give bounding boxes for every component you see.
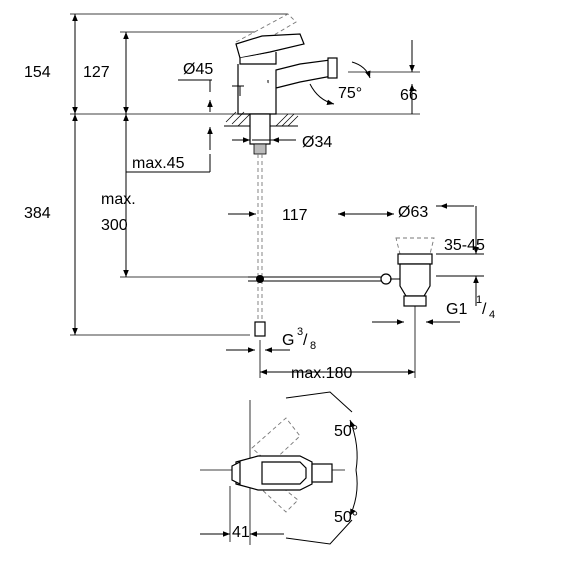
label-lever-angle-bottom: 50°: [334, 509, 358, 526]
label-total-height: 154: [24, 64, 51, 81]
side-view: [70, 13, 484, 378]
label-body-diameter: Ø45: [183, 61, 213, 78]
label-spout-reach: 66: [400, 87, 418, 104]
label-waste-thread-den: 4: [489, 309, 495, 321]
label-waste-thread: G1: [446, 301, 467, 318]
label-spout-height: 127: [83, 64, 110, 81]
label-hose-max-1: max.: [101, 191, 136, 208]
label-connection-num: 3: [297, 326, 303, 338]
label-hose-max-2: 300: [101, 217, 128, 234]
label-waste-adjust: 35-45: [444, 237, 485, 254]
top-view: [200, 391, 358, 545]
label-connection: G: [282, 332, 294, 349]
label-max-width: max.180: [291, 365, 352, 382]
label-hole-diameter: Ø34: [302, 134, 332, 151]
label-connection-den: 8: [310, 340, 316, 352]
label-spout-angle: 75°: [338, 85, 362, 102]
label-max-deck: max.45: [132, 155, 185, 172]
label-lever-offset: 41: [232, 524, 250, 541]
dimension-labels: 154 127 Ø45 75° 66 Ø34 max.45 384 max. 3…: [24, 61, 495, 541]
label-waste-diameter: Ø63: [398, 204, 428, 221]
pop-up-waste: [380, 237, 435, 307]
label-connection-slash: /: [303, 332, 308, 349]
label-waste-thread-num: 1: [476, 294, 482, 306]
label-waste-thread-slash: /: [482, 301, 487, 318]
label-hose-length: 384: [24, 205, 51, 222]
label-tail-length: 117: [282, 207, 308, 224]
label-lever-angle-top: 50°: [334, 423, 358, 440]
